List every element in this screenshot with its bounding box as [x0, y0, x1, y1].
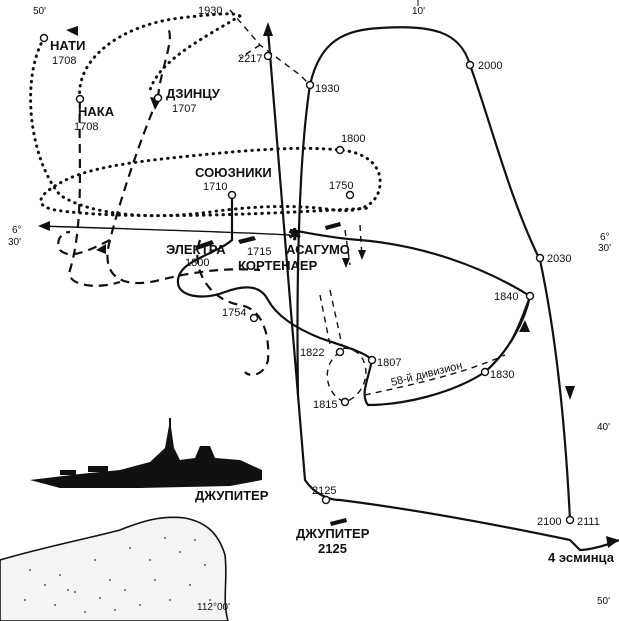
track-allied-south — [289, 228, 532, 407]
coastline — [0, 516, 229, 621]
coord-lon-10: 10' — [412, 6, 425, 17]
label-kortenaer: КОРТЕНАЕР — [238, 258, 318, 273]
coord-lat-50: 50' — [597, 596, 610, 607]
ship-glyphs — [195, 222, 347, 526]
track-dashed-1930 — [229, 9, 311, 86]
track-loop-1822 — [326, 347, 367, 403]
time-1715: 1715 — [247, 246, 271, 258]
time-1930: 1930 — [315, 83, 339, 95]
time-2217: 2217 — [238, 53, 262, 65]
coord-lon-50: 50' — [33, 6, 46, 17]
time-1830: 1830 — [490, 369, 514, 381]
track-dotted-japanese — [29, 36, 382, 218]
track-dashed-japanese-3 — [196, 239, 270, 376]
label-destroyers4: 4 эсминца — [548, 550, 615, 565]
arrow-jap-west — [96, 244, 106, 254]
time-2100: 2100 — [537, 516, 561, 528]
label-electra: ЭЛЕКТРА — [166, 242, 226, 257]
arrow-dots — [66, 26, 78, 36]
time-1754: 1754 — [222, 307, 246, 319]
time-1707: 1707 — [172, 103, 196, 115]
track-allied-loop — [296, 26, 572, 521]
time-1815: 1815 — [313, 399, 337, 411]
land-stipple — [24, 537, 211, 613]
track-dotted-japanese-2 — [78, 12, 242, 101]
arrow-loop-south — [565, 386, 575, 400]
coord-lon-112: 112°00' — [197, 602, 230, 613]
track-allied-1840 — [484, 295, 531, 373]
time-1822: 1822 — [300, 347, 324, 359]
arrow-dash-south-1 — [342, 258, 350, 268]
time-2111: 2111 — [577, 516, 600, 528]
explosion-asagumo: ✱ — [288, 227, 301, 244]
coord-lat-right-30: 30' — [598, 243, 611, 254]
arrow-west-allied — [38, 221, 50, 231]
label-jupiter-time: 2125 — [318, 541, 347, 556]
track-allied-main — [266, 29, 619, 552]
track-division58 — [364, 354, 506, 396]
time-2125: 2125 — [312, 485, 336, 497]
time-2030: 2030 — [547, 253, 571, 265]
arrow-dash-south-2 — [358, 250, 366, 260]
arrow-north-1840 — [519, 320, 530, 332]
arrow-north-main — [263, 22, 273, 36]
track-dashes-north — [319, 224, 363, 346]
arrow-east — [606, 536, 619, 548]
time-1807: 1807 — [377, 357, 401, 369]
time-points — [39, 33, 575, 525]
track-allied-west — [39, 225, 291, 236]
label-nati: НАТИ — [50, 38, 85, 53]
time-1750: 1750 — [329, 180, 353, 192]
time-1708-nati: 1708 — [52, 55, 76, 67]
label-asagumo: АСАГУМО — [286, 242, 350, 257]
coord-lat-left-6: 6° — [12, 225, 22, 236]
label-allies: СОЮЗНИКИ — [195, 165, 272, 180]
time-1800: 1800 — [341, 133, 365, 145]
time-1840: 1840 — [494, 291, 518, 303]
time-1930-top: 1930 — [198, 5, 222, 17]
time-1710: 1710 — [203, 181, 227, 193]
track-dashed-japanese — [57, 27, 261, 285]
time-2000: 2000 — [478, 60, 502, 72]
label-naka: НАКА — [78, 104, 115, 119]
coord-lat-left-30: 30' — [8, 237, 21, 248]
track-allied-center — [176, 195, 373, 361]
coord-lat-40: 40' — [597, 422, 610, 433]
label-jupiter: ДЖУПИТЕР — [296, 526, 370, 541]
label-dzintsu: ДЗИНЦУ — [166, 86, 221, 101]
jupiter-silhouette — [30, 418, 262, 488]
track-dashed-japanese-2 — [68, 98, 121, 287]
time-1800-b: 1800 — [185, 257, 209, 269]
coord-lat-right-6: 6° — [600, 232, 610, 243]
time-1708-naka: 1708 — [74, 121, 98, 133]
label-jupiter-silhouette: ДЖУПИТЕР — [195, 488, 269, 503]
